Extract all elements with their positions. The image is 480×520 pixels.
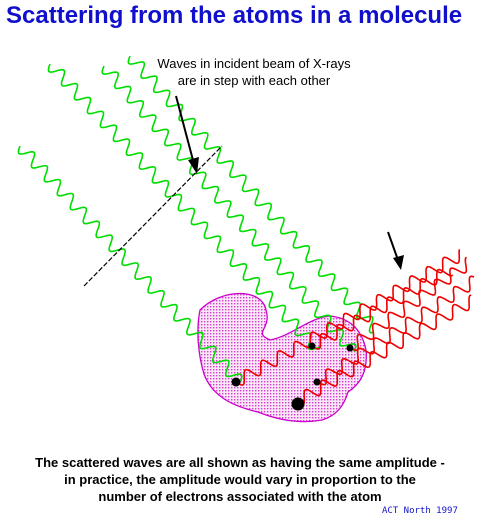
incident-wave [17, 145, 243, 382]
incident-wave [47, 63, 322, 351]
scattered-wave [317, 275, 475, 386]
atom [313, 378, 321, 386]
incident-waves [17, 55, 374, 382]
annotation-line-1: Waves in incident beam of X-rays [157, 56, 351, 71]
molecule-region [197, 292, 367, 423]
scattered-wave [311, 268, 454, 350]
atom [291, 397, 305, 411]
scattered-wave [349, 256, 468, 352]
incident-wave [127, 55, 374, 334]
incident-beam-arrow [175, 95, 199, 174]
atoms [231, 342, 354, 411]
credit: ACT North 1997 [382, 506, 458, 516]
atom [308, 342, 316, 350]
annotation-line-2: are in step with each other [178, 73, 331, 88]
scattered-wave [235, 249, 461, 386]
diagram-title: Scattering from the atoms in a molecule [6, 2, 463, 29]
caption-line-3: number of electrons associated with the … [98, 489, 382, 504]
scattered-beam-arrow [387, 231, 404, 270]
caption-line-2: in practice, the amplitude would vary in… [64, 472, 416, 487]
atom [231, 377, 241, 387]
caption: The scattered waves are all shown as hav… [0, 454, 480, 505]
atom [346, 344, 354, 352]
scattered-waves [235, 249, 475, 406]
incident-wave [101, 65, 357, 353]
wavefront-line [83, 145, 223, 287]
caption-line-1: The scattered waves are all shown as hav… [35, 455, 445, 470]
scattered-wave [295, 294, 472, 406]
